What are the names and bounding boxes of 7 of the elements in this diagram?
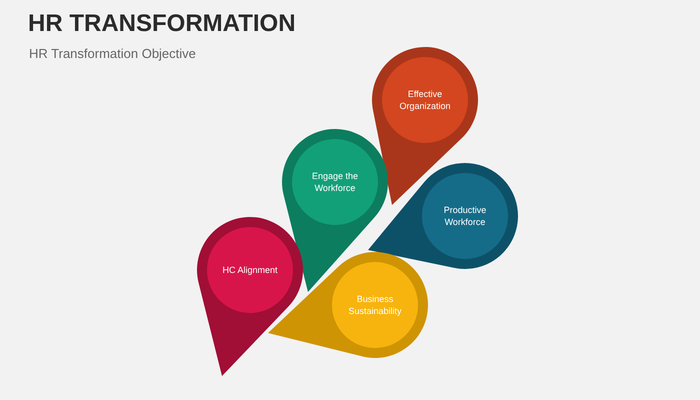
pin-label: Productive Workforce	[442, 204, 488, 228]
subtitle: HR Transformation Objective	[29, 46, 196, 61]
pin-label: Business Sustainability	[347, 292, 403, 318]
pin-label: Effective Organization	[398, 88, 452, 112]
title: HR TRANSFORMATION	[28, 10, 296, 38]
pin-label: HC Alignment	[222, 264, 278, 276]
pin-label: Engage the Workforce	[310, 170, 360, 194]
